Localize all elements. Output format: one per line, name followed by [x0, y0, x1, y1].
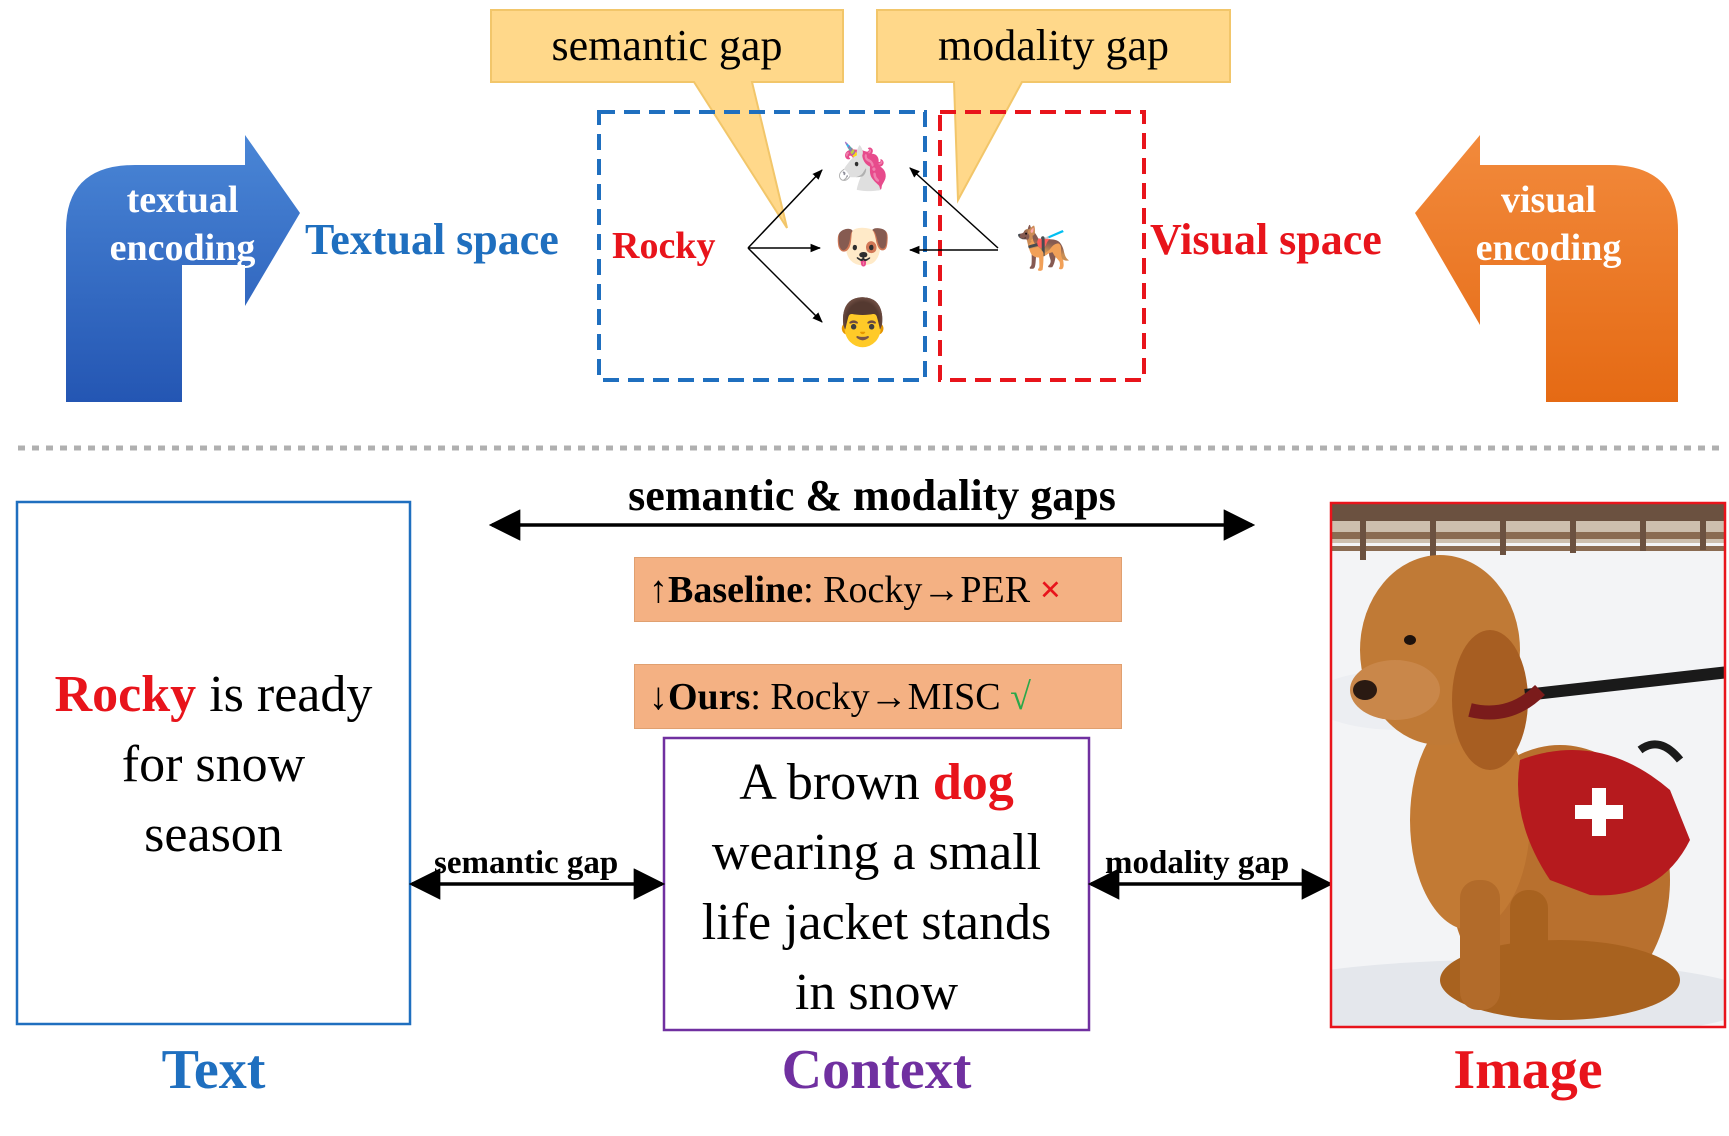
textual-encoding-line1: textual	[126, 179, 239, 221]
gaps-title: semantic & modality gaps	[628, 471, 1116, 520]
context-panel-line3: life jacket stands	[701, 894, 1052, 951]
dog-photo	[1331, 503, 1725, 1027]
text-panel-line1-rest: is ready	[196, 666, 373, 723]
text-panel-highlight: Rocky	[54, 666, 197, 723]
context-caption: Context	[781, 1039, 972, 1101]
semantic-gap-callout: semantic gap	[551, 21, 783, 70]
context-panel-highlight: dog	[932, 754, 1014, 811]
visual-space-box	[938, 110, 1146, 382]
modality-gap-callout: modality gap	[938, 21, 1169, 70]
text-caption: Text	[161, 1039, 266, 1101]
text-panel-line2: for snow	[121, 736, 306, 793]
semantic-gap-label: semantic gap	[434, 845, 619, 881]
man-face-icon: 👨	[834, 297, 892, 348]
text-panel-line1: Rocky is ready	[17, 660, 410, 730]
context-panel-line1-pre: A brown	[739, 754, 933, 811]
visual-encoding-label: visual encoding	[1456, 176, 1641, 272]
visual-encoding-arrow	[1415, 135, 1678, 402]
context-panel-line1: A brown dog	[664, 748, 1089, 818]
textual-encoding-arrow	[66, 135, 300, 402]
rocky-token: Rocky	[612, 225, 716, 267]
unicorn-icon: 🦄	[834, 141, 892, 192]
modality-gap-label: modality gap	[1105, 845, 1290, 881]
image-panel-box	[1329, 501, 1727, 1029]
visual-space-label: Visual space	[1150, 215, 1382, 264]
ours-text: : Rocky→MISC	[750, 675, 1011, 718]
modality-gap-callout-shape	[876, 9, 1231, 204]
context-panel-content: A brown dog wearing a small life jacket …	[664, 748, 1089, 1028]
dog-face-icon: 🐶	[834, 221, 892, 272]
textual-space-label: Textual space	[305, 215, 559, 264]
ours-result: ↓Ours: Rocky→MISC √	[634, 664, 1122, 729]
context-panel-line2: wearing a small	[711, 824, 1042, 881]
textual-space-box	[597, 110, 927, 382]
baseline-text: : Rocky→PER	[803, 568, 1040, 611]
ours-name: Ours	[668, 675, 751, 718]
text-panel-content: Rocky is ready for snow season	[17, 660, 410, 870]
baseline-name: Baseline	[668, 568, 804, 611]
image-caption: Image	[1453, 1039, 1603, 1101]
baseline-result: ↑Baseline: Rocky→PER ×	[634, 557, 1122, 622]
textual-encoding-line2: encoding	[109, 227, 256, 269]
semantic-gap-callout-shape	[490, 9, 844, 229]
text-panel-line3: season	[144, 806, 283, 863]
visual-encoding-line2: encoding	[1475, 227, 1622, 269]
text-panel-box	[15, 500, 412, 1026]
baseline-arrow: ↑	[649, 568, 668, 611]
check-mark-icon: √	[1010, 675, 1031, 718]
ours-arrow: ↓	[649, 675, 668, 718]
textual-encoding-label: textual encoding	[90, 176, 275, 272]
cross-mark-icon: ×	[1039, 568, 1062, 611]
visual-encoding-line1: visual	[1500, 179, 1597, 221]
context-panel-line4: in snow	[794, 964, 959, 1021]
service-dog-icon: 🐕‍🦺	[1016, 224, 1071, 273]
